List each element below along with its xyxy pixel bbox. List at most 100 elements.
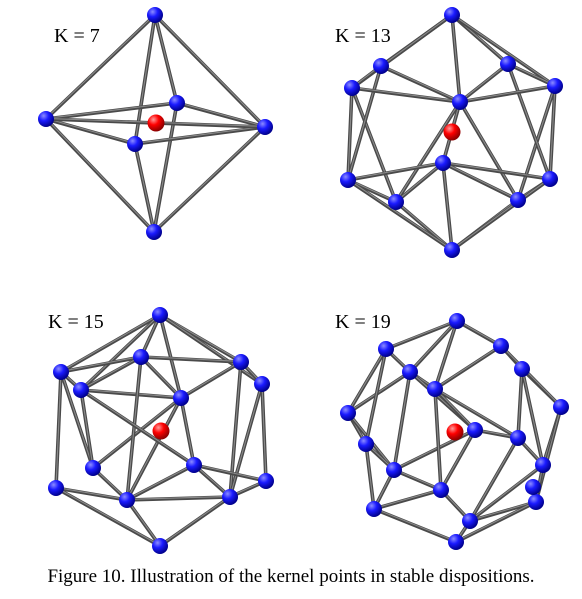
edge-k19-0 [384,319,459,351]
edge-highlight-k15-11 [140,355,182,398]
panel-k7-points [38,7,273,240]
edge-highlight-k13-23 [347,178,453,250]
edge-highlight-k13-17 [442,161,551,179]
kernel-point-k7-3 [257,119,273,135]
edge-highlight-k7-1 [154,13,266,127]
edge-highlight-k19-2 [409,319,458,372]
kernel-point-k7-5 [127,136,143,152]
panel-k15-points [48,307,274,554]
edge-highlight-k15-32 [60,355,142,372]
edge-highlight-k19-9 [347,370,411,413]
kernel-point-k15-9 [48,480,64,496]
edge-highlight-k19-36 [365,347,387,444]
kernel-point-k13-0 [444,7,460,23]
edge-highlight-k19-5 [347,347,387,413]
kernel-point-k13-11 [444,242,460,258]
edge-highlight-k15-18 [180,396,195,465]
kernel-point-k13-7 [340,172,356,188]
kernel-point-k19-11 [386,462,402,478]
edge-highlight-k13-8 [459,62,509,102]
edge-highlight-k19-30 [469,500,537,521]
edge-k15-25 [54,486,129,502]
edge-highlight-k13-11 [351,86,397,202]
edge-highlight-k19-24 [365,442,375,509]
edge-highlight-k7-9 [45,117,136,144]
edge-highlight-k19-25 [393,468,442,490]
edge-highlight-k15-17 [229,382,263,497]
kernel-point-k19-3 [402,364,418,380]
kernel-point-k13-8 [542,171,558,187]
edge-highlight-k7-8 [45,101,178,119]
edge-k19-31 [372,507,458,544]
panel-k13-edges [346,13,557,252]
edge-highlight-k15-4 [159,313,263,384]
edge-highlight-k15-20 [126,396,182,500]
edge-highlight-k19-21 [440,428,476,490]
kernel-point-k19-6 [553,399,569,415]
panel-k7: K = 7 [38,7,273,240]
edge-highlight-k19-29 [373,488,442,509]
edge-highlight-k19-35 [469,436,519,521]
kernel-point-k13-3 [344,80,360,96]
edge-highlight-k15-3 [80,313,161,390]
panel-k13-points [340,7,563,258]
kernel-point-k7-2 [38,111,54,127]
kernel-point-k7-1 [146,224,162,240]
edge-highlight-k19-40 [521,367,544,465]
kernel-point-k19-18 [525,479,541,495]
edge-highlight-k15-30 [126,495,231,500]
panel-label-k19: K = 19 [335,311,391,333]
kernel-point-k15-6 [173,390,189,406]
center-point-k7 [147,114,165,132]
edge-highlight-k13-29 [351,86,461,102]
edge-highlight-k13-24 [451,177,551,250]
kernel-point-k19-1 [378,341,394,357]
edge-k7-11 [133,125,267,146]
edge-highlight-k15-12 [140,355,242,362]
kernel-point-k19-2 [493,338,509,354]
edge-k7-9 [44,117,137,146]
kernel-points-figure: K = 7 K = 13 K = 15 K = 19 [38,7,569,554]
edge-highlight-k15-29 [159,495,231,546]
edge-k15-32 [59,355,143,374]
edge-highlight-k15-21 [126,463,195,500]
edge-highlight-k15-34 [80,388,195,465]
edge-highlight-k19-37 [500,344,562,407]
figure-caption: Figure 10. Illustration of the kernel po… [47,566,535,587]
kernel-point-k19-16 [462,513,478,529]
kernel-point-k15-13 [152,538,168,554]
edge-k13-17 [441,161,552,181]
kernel-point-k13-4 [547,78,563,94]
edge-highlight-k15-10 [80,388,94,468]
edge-highlight-k19-31 [373,507,457,542]
edge-highlight-k13-9 [347,86,353,180]
edge-highlight-k19-3 [434,319,458,389]
edge-highlight-k19-33 [455,500,537,542]
panel-k19-points [340,313,569,550]
edge-highlight-k13-6 [380,64,461,102]
edge-highlight-k13-15 [459,100,519,200]
panel-label-k7: K = 7 [54,25,100,47]
kernel-point-k13-10 [510,192,526,208]
edge-k15-22 [192,463,268,483]
edge-highlight-k7-11 [134,125,266,144]
kernel-point-k15-1 [53,364,69,380]
kernel-point-k19-10 [358,436,374,452]
edge-k19-25 [392,468,443,492]
edge-highlight-k15-16 [261,382,267,481]
edge-highlight-k19-11 [434,387,476,430]
panel-k19: K = 19 [335,311,569,550]
edge-highlight-k13-26 [507,62,551,179]
edge-highlight-k7-10 [176,101,266,127]
edge-highlight-k15-7 [55,370,62,488]
kernel-point-k19-4 [427,381,443,397]
kernel-point-k19-0 [449,313,465,329]
edge-highlight-k7-4 [45,117,155,232]
edge-highlight-k13-18 [442,161,453,250]
edge-highlight-k7-0 [45,13,156,119]
edge-highlight-k19-34 [469,463,544,521]
edge-highlight-k19-14 [517,367,523,438]
edge-highlight-k13-10 [549,84,556,179]
center-point-k19 [446,423,464,441]
kernel-point-k13-5 [452,94,468,110]
